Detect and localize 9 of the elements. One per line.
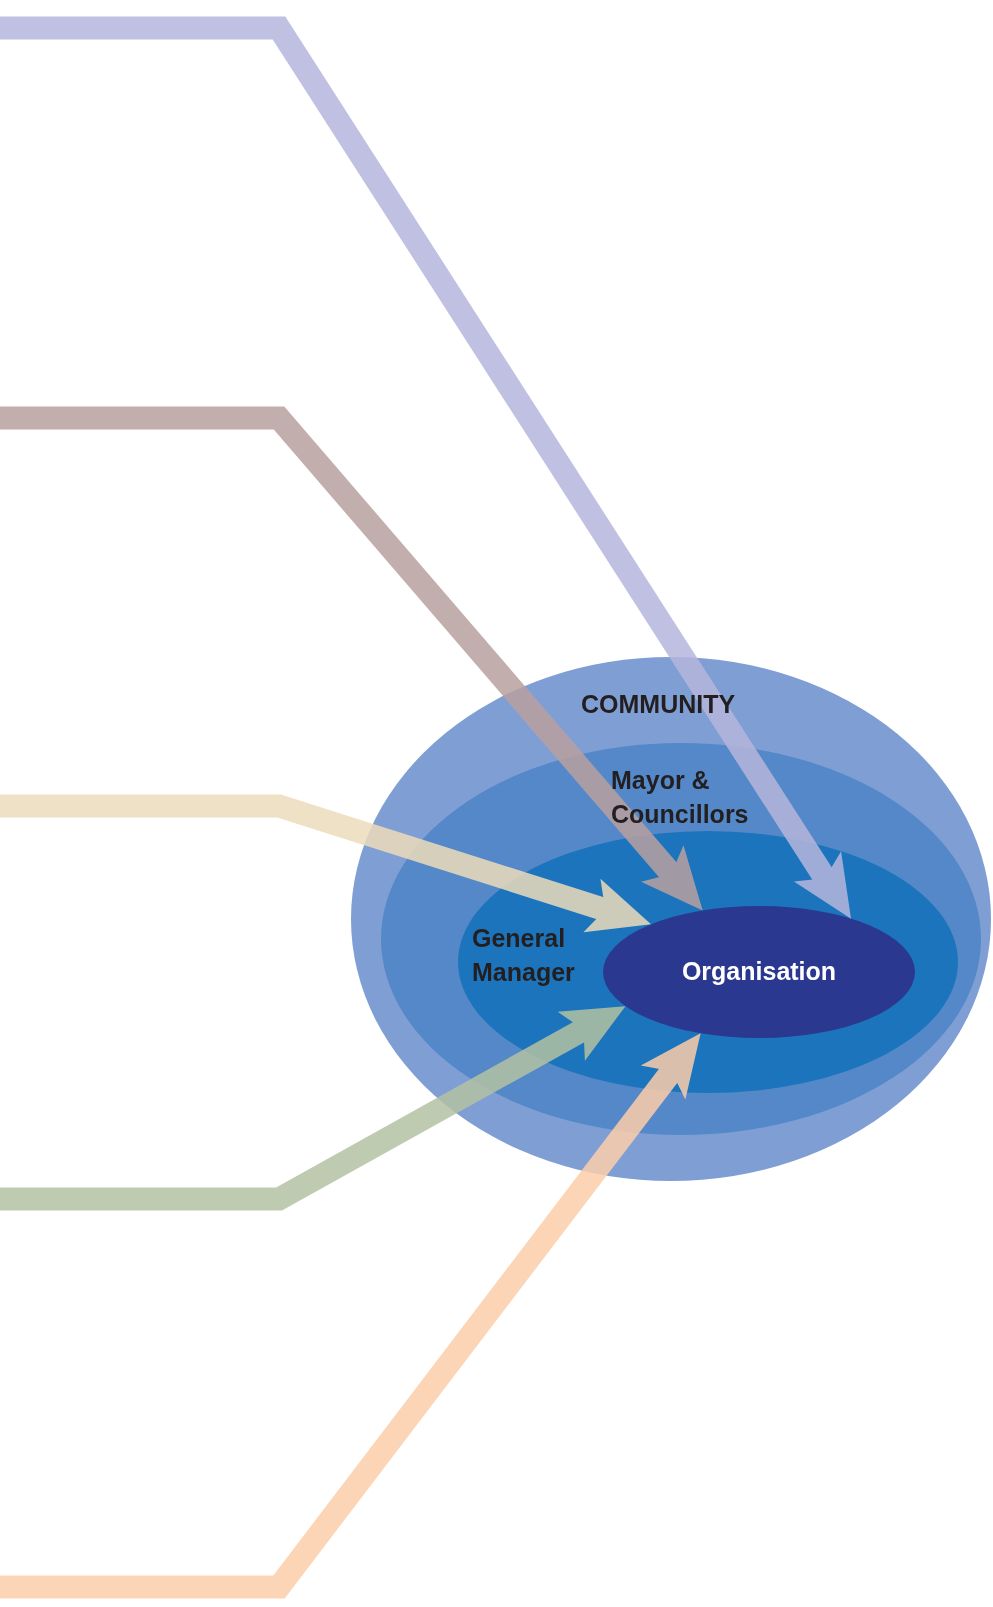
arrow [0,406,703,911]
arrow [0,794,651,933]
arrow [0,1033,701,1599]
arrow [0,1006,626,1211]
arrow [0,16,851,919]
node-label: Organisation [680,956,838,987]
node-label: COMMUNITY [581,689,737,720]
node-label: General Manager [472,923,576,988]
node-label: Mayor & Councillors [611,765,750,830]
